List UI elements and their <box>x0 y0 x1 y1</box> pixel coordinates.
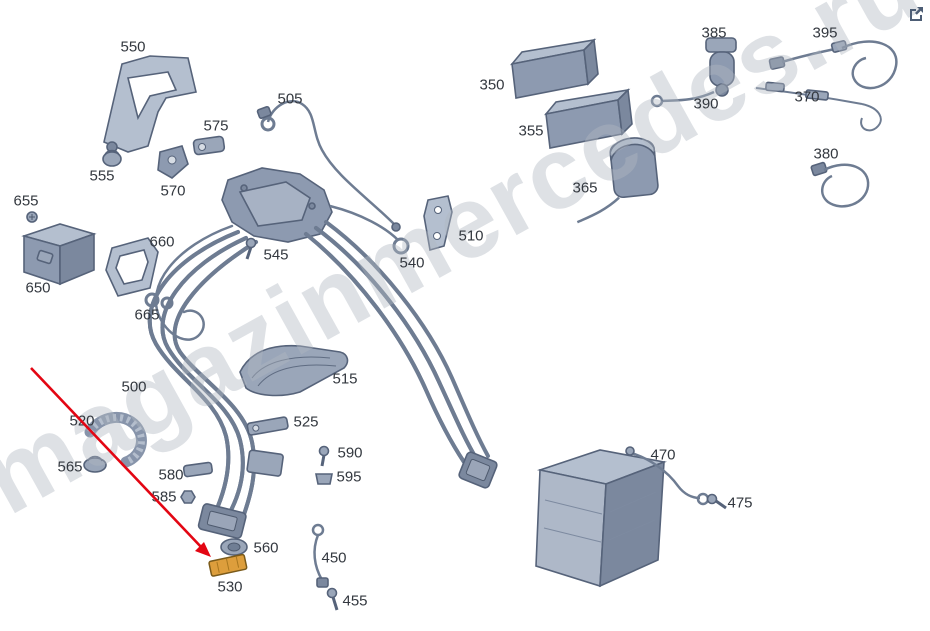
part-520-hose <box>84 412 147 468</box>
part-385-sensor <box>650 37 737 108</box>
part-575-clamp <box>192 135 226 156</box>
part-450-cable <box>311 523 329 588</box>
part-580-clamp <box>182 461 213 478</box>
part-355-box <box>543 88 633 149</box>
part-350-box <box>509 38 599 99</box>
part-380-cable <box>810 161 870 208</box>
part-570-bracket <box>157 145 189 179</box>
part-540-ring-cable <box>329 204 410 255</box>
edit-external-icon[interactable] <box>906 4 926 27</box>
part-560-grommet <box>220 538 248 556</box>
part-395-cable <box>768 40 898 90</box>
part-530-highlighted <box>208 553 248 577</box>
part-545-bolt <box>245 237 257 260</box>
part-515-bracket <box>239 344 349 397</box>
part-555-grommet <box>102 149 122 167</box>
part-525-bracket <box>246 416 289 436</box>
harness-bottom-connectors <box>197 449 284 539</box>
part-475-bolt <box>706 493 727 510</box>
part-595-clip <box>315 473 333 485</box>
part-565-grommet <box>83 455 107 473</box>
part-control-module <box>535 449 667 588</box>
part-505-cable <box>256 99 401 232</box>
harness-cables-right <box>304 220 498 489</box>
part-510-bracket <box>423 195 453 252</box>
part-455-bolt <box>326 587 339 611</box>
part-655-screw <box>26 211 38 223</box>
part-550-bracket <box>103 55 197 153</box>
part-370-cable <box>755 81 882 132</box>
part-590-bolt <box>318 445 330 467</box>
harness-mounting-plate <box>221 167 333 243</box>
part-660-frame <box>105 237 159 297</box>
part-650-module <box>21 223 97 286</box>
part-365-box <box>576 137 659 224</box>
part-585-nut <box>180 490 196 504</box>
